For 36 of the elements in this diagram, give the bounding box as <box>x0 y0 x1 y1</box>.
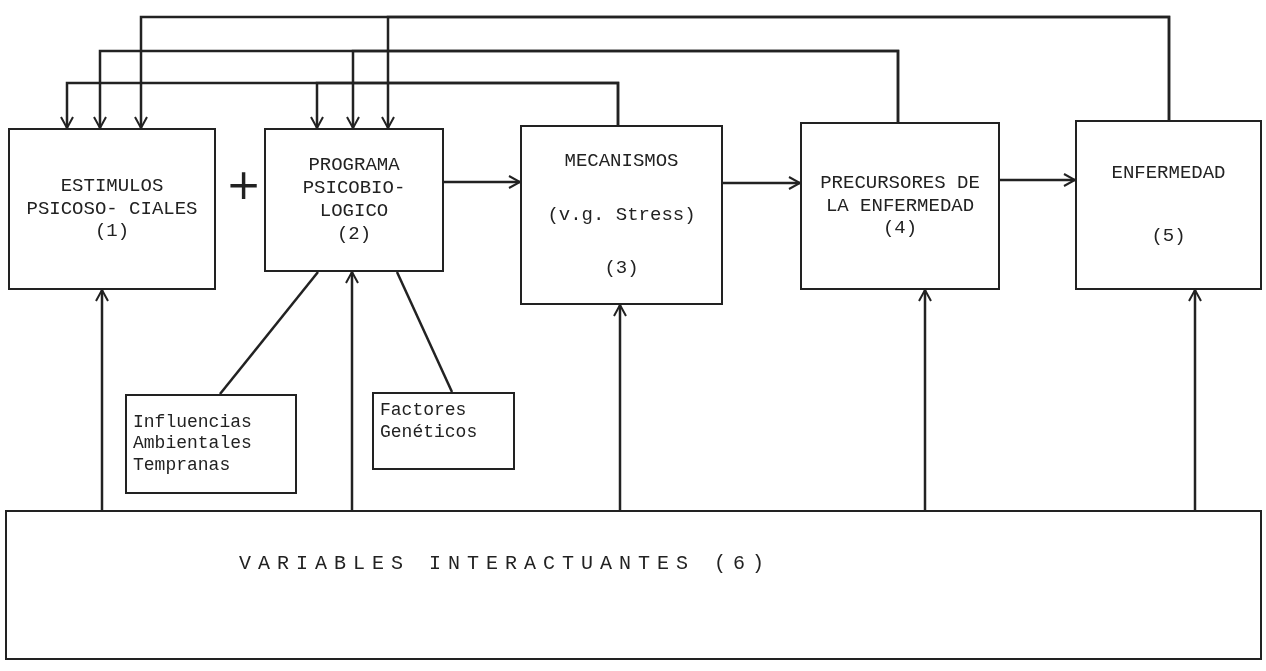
box-label: (1) <box>93 220 131 244</box>
wide-box <box>5 510 1262 660</box>
plus-sign: + <box>226 164 262 206</box>
box-label: (4) <box>881 217 919 241</box>
connector-line <box>219 271 319 395</box>
box-label: ESTIMULOS PSICOSO- CIALES <box>25 174 199 221</box>
arrow <box>918 289 932 510</box>
box-label: (2) <box>335 222 373 246</box>
connector-line <box>395 271 454 393</box>
box-label: PRECURSORES DE LA ENFERMEDAD <box>819 171 981 218</box>
arrow <box>613 304 627 510</box>
text-box <box>264 128 444 272</box>
text-box <box>520 125 723 305</box>
box-label: (5) <box>1150 225 1187 248</box>
text-box <box>1075 120 1262 290</box>
box-label: Factores Genéticos <box>380 400 479 444</box>
arrow <box>1188 289 1202 510</box>
box-label: (v.g. Stress) <box>546 203 697 227</box>
box-label: VARIABLES INTERACTUANTES (6) <box>239 552 773 576</box>
arrow <box>346 49 900 129</box>
box-label: PROGRAMA PSICOBIO- LOGICO <box>301 154 407 223</box>
arrow <box>1000 173 1076 187</box>
box-label: (3) <box>603 256 640 280</box>
text-box <box>800 122 1000 290</box>
box-label: Influencias Ambientales Tempranas <box>133 411 253 477</box>
arrow <box>345 271 359 510</box>
arrow <box>723 176 801 190</box>
arrow <box>95 289 109 510</box>
text-box <box>372 392 515 470</box>
text-box <box>125 394 297 494</box>
arrow <box>381 15 1171 129</box>
arrow <box>444 175 521 189</box>
arrow <box>310 81 620 129</box>
box-label: MECANISMOS <box>563 150 680 174</box>
box-label: ENFERMEDAD <box>1110 162 1227 185</box>
text-box <box>8 128 216 290</box>
